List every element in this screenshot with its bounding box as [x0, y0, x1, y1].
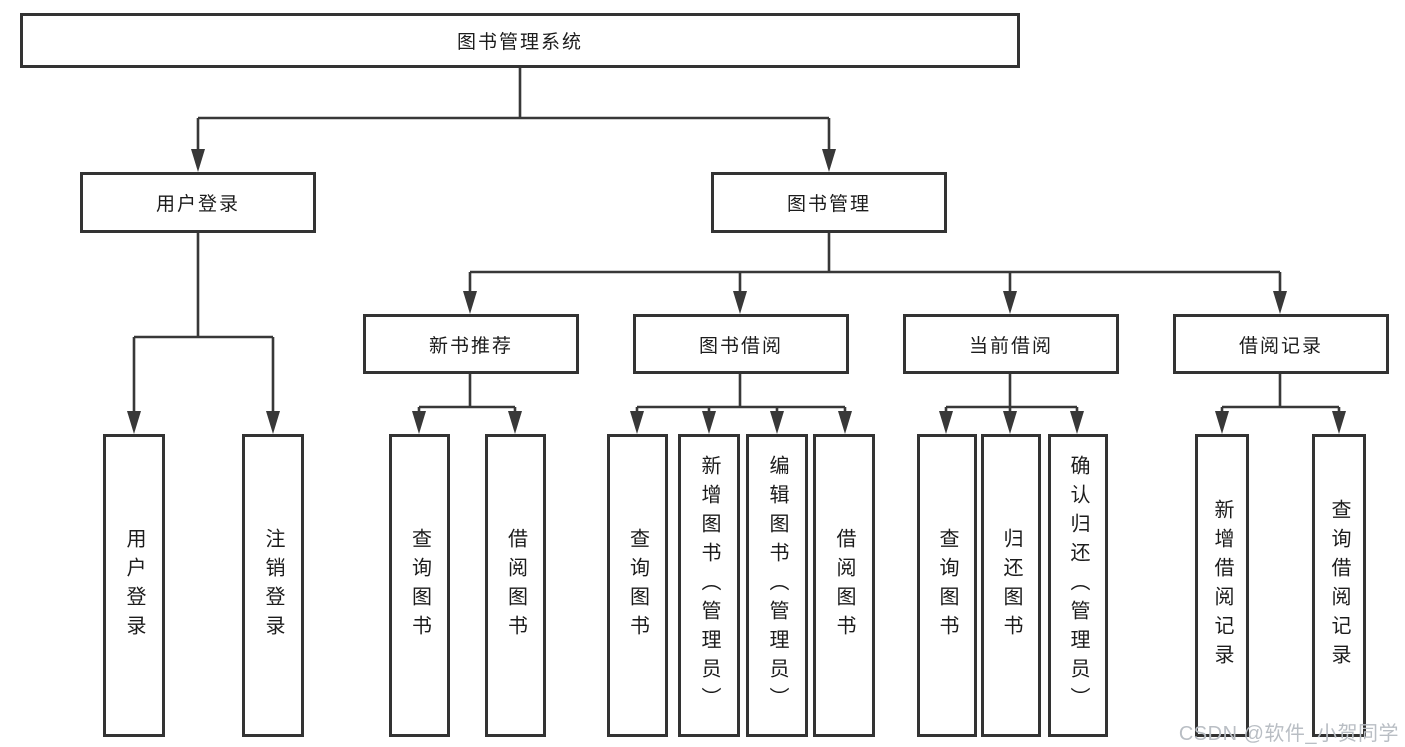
leaf-label: 确认归还（管理员）	[1067, 455, 1089, 716]
leaf-label: 查询图书	[408, 527, 431, 644]
node-label: 当前借阅	[968, 335, 1053, 357]
node-book-borrowing: 图书借阅	[633, 314, 849, 374]
arrowheads	[127, 149, 1346, 434]
watermark: CSDN @软件_小贺同学	[1178, 723, 1399, 745]
leaf-query-books-current: 查询图书	[917, 434, 977, 737]
leaf-borrow-books: 借阅图书	[813, 434, 875, 737]
node-book-management: 图书管理	[711, 172, 947, 233]
leaf-add-borrow-record: 新增借阅记录	[1195, 434, 1249, 737]
node-user-login: 用户登录	[80, 172, 316, 233]
leaf-label: 编辑图书（管理员）	[766, 455, 788, 716]
leaf-label: 借阅图书	[833, 527, 855, 644]
leaf-query-borrow-record: 查询借阅记录	[1312, 434, 1366, 737]
node-root-library-system: 图书管理系统	[20, 13, 1020, 68]
leaf-return-books: 归还图书	[981, 434, 1041, 737]
leaf-user-login: 用户登录	[103, 434, 165, 737]
node-current-borrowing: 当前借阅	[903, 314, 1119, 374]
node-label: 新书推荐	[428, 335, 513, 357]
leaf-label: 用户登录	[123, 527, 145, 644]
leaf-logout: 注销登录	[242, 434, 304, 737]
leaf-query-books-recommend: 查询图书	[389, 434, 450, 737]
node-label: 借阅记录	[1238, 335, 1323, 357]
node-label: 图书借阅	[698, 335, 783, 357]
node-label: 用户登录	[155, 194, 240, 215]
leaf-label: 借阅图书	[504, 527, 527, 644]
node-label: 图书管理	[786, 194, 871, 215]
leaf-edit-books-admin: 编辑图书（管理员）	[746, 434, 808, 737]
leaf-label: 归还图书	[1000, 527, 1022, 644]
leaf-confirm-return-admin: 确认归还（管理员）	[1048, 434, 1108, 737]
leaf-label: 查询图书	[936, 527, 958, 644]
leaf-label: 新增借阅记录	[1211, 498, 1233, 673]
leaf-label: 查询借阅记录	[1328, 498, 1350, 673]
leaf-add-books-admin: 新增图书（管理员）	[678, 434, 740, 737]
leaf-borrow-books-recommend: 借阅图书	[485, 434, 546, 737]
leaf-label: 新增图书（管理员）	[698, 455, 720, 716]
node-label: 图书管理系统	[456, 32, 583, 53]
node-new-book-recommend: 新书推荐	[363, 314, 579, 374]
node-borrowing-records: 借阅记录	[1173, 314, 1389, 374]
leaf-label: 注销登录	[262, 527, 284, 644]
leaf-query-books-borrowing: 查询图书	[607, 434, 668, 737]
leaf-label: 查询图书	[626, 527, 649, 644]
